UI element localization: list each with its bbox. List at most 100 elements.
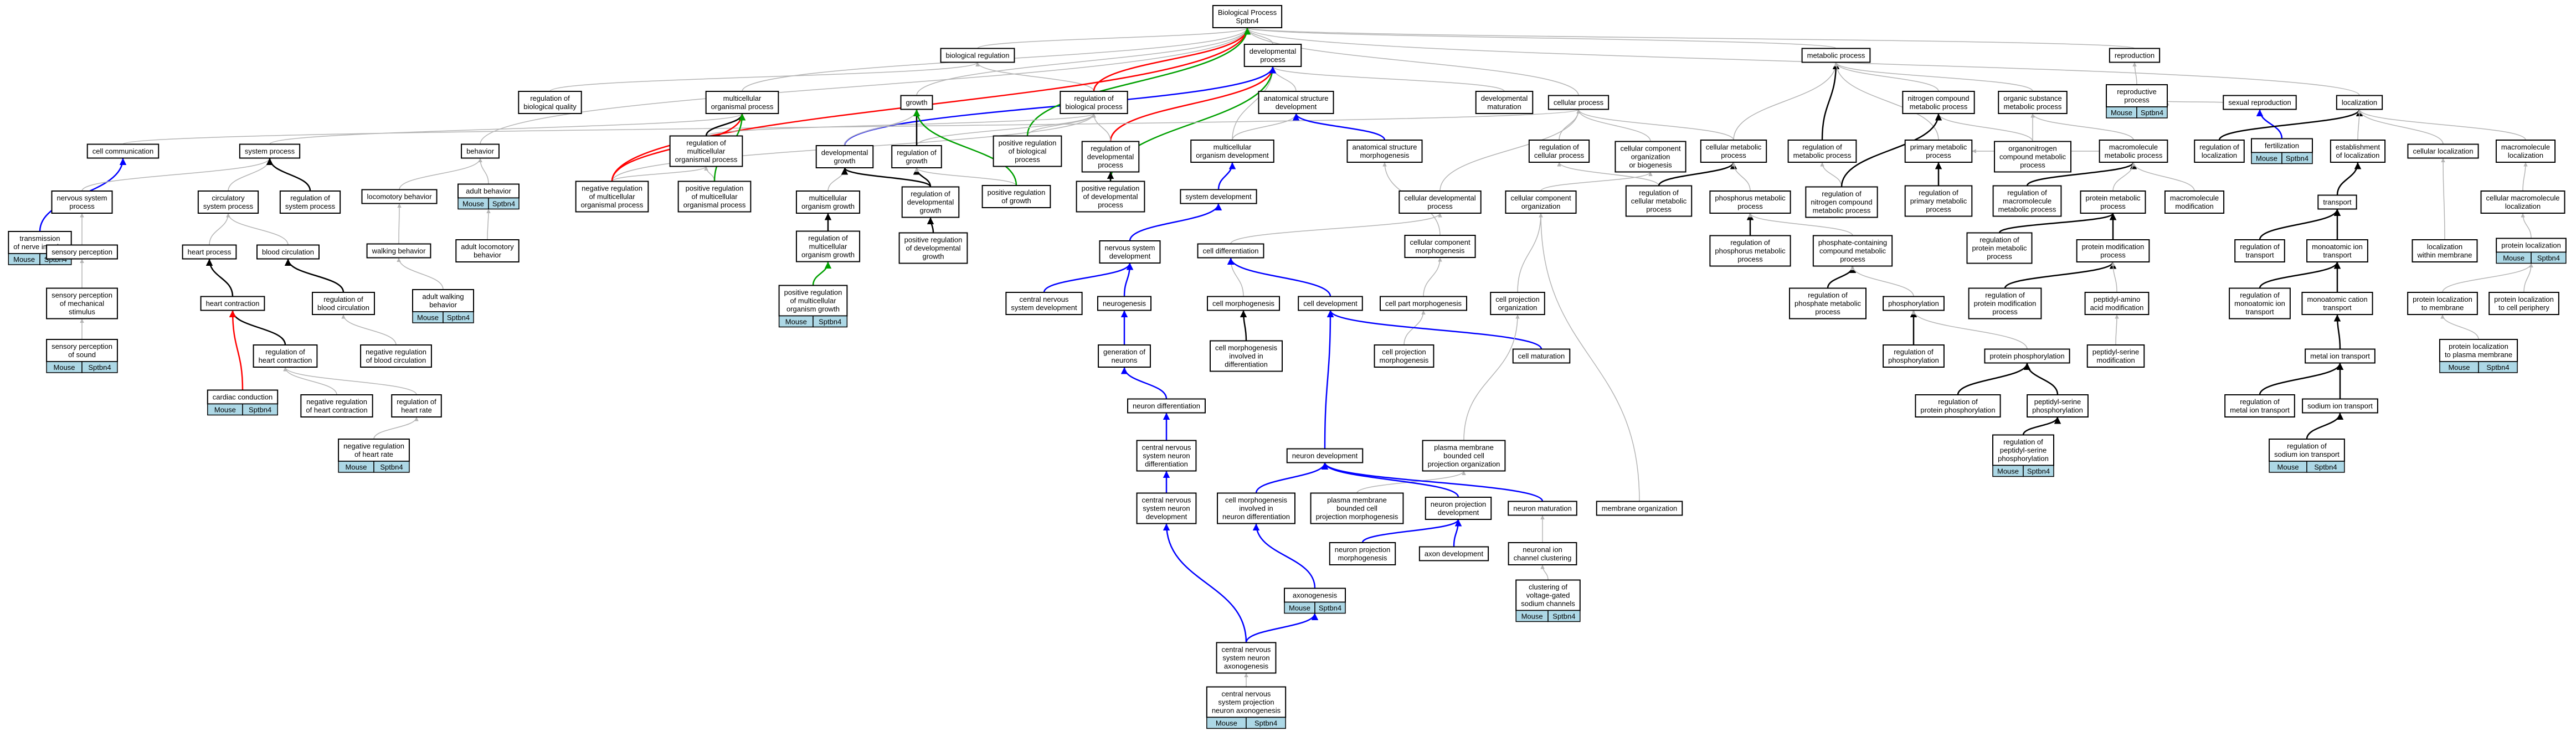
go-term-node[interactable]: sensory perception — [46, 244, 118, 260]
go-term-node[interactable]: axon development — [1418, 546, 1489, 561]
go-term-node[interactable]: system development — [1180, 189, 1257, 204]
go-term-node[interactable]: blood circulation — [256, 244, 320, 260]
go-term-node[interactable]: membrane organization — [1596, 501, 1683, 516]
go-term-node[interactable]: localization — [2336, 95, 2383, 110]
go-term-node[interactable]: phosphorylation — [1883, 296, 1945, 311]
go-term-node[interactable]: neuron development — [1286, 448, 1364, 463]
go-term-node[interactable]: cell maturation — [1512, 348, 1571, 364]
go-term-node[interactable]: heart contraction — [200, 296, 265, 311]
go-term-node[interactable]: cellular process — [1547, 95, 1610, 110]
go-term-node[interactable]: cell differentiation — [1197, 243, 1264, 259]
go-term-node[interactable]: reproduction — [2109, 48, 2161, 63]
go-term-node[interactable]: metal ion transport — [2305, 348, 2376, 364]
go-term-node[interactable]: growth — [900, 95, 933, 110]
go-term-node[interactable]: cell communication — [86, 143, 160, 159]
go-term-node[interactable]: regulation ofpeptidyl-serinephosphorylat… — [1992, 434, 2054, 477]
go-term-node[interactable]: system process — [239, 143, 301, 159]
go-term-node[interactable]: heart process — [182, 244, 237, 260]
go-term-node[interactable]: neuron maturation — [1508, 501, 1577, 516]
go-term-node[interactable]: cell development — [1298, 296, 1363, 311]
go-term-node[interactable]: sodium ion transport — [2302, 398, 2378, 414]
go-term-node[interactable]: sexual reproduction — [2223, 95, 2297, 110]
go-term-node[interactable]: locomotory behavior — [361, 189, 438, 204]
go-term-node[interactable]: cell part morphogenesis — [1379, 296, 1468, 311]
go-term-node[interactable]: biological regulation — [940, 48, 1015, 63]
